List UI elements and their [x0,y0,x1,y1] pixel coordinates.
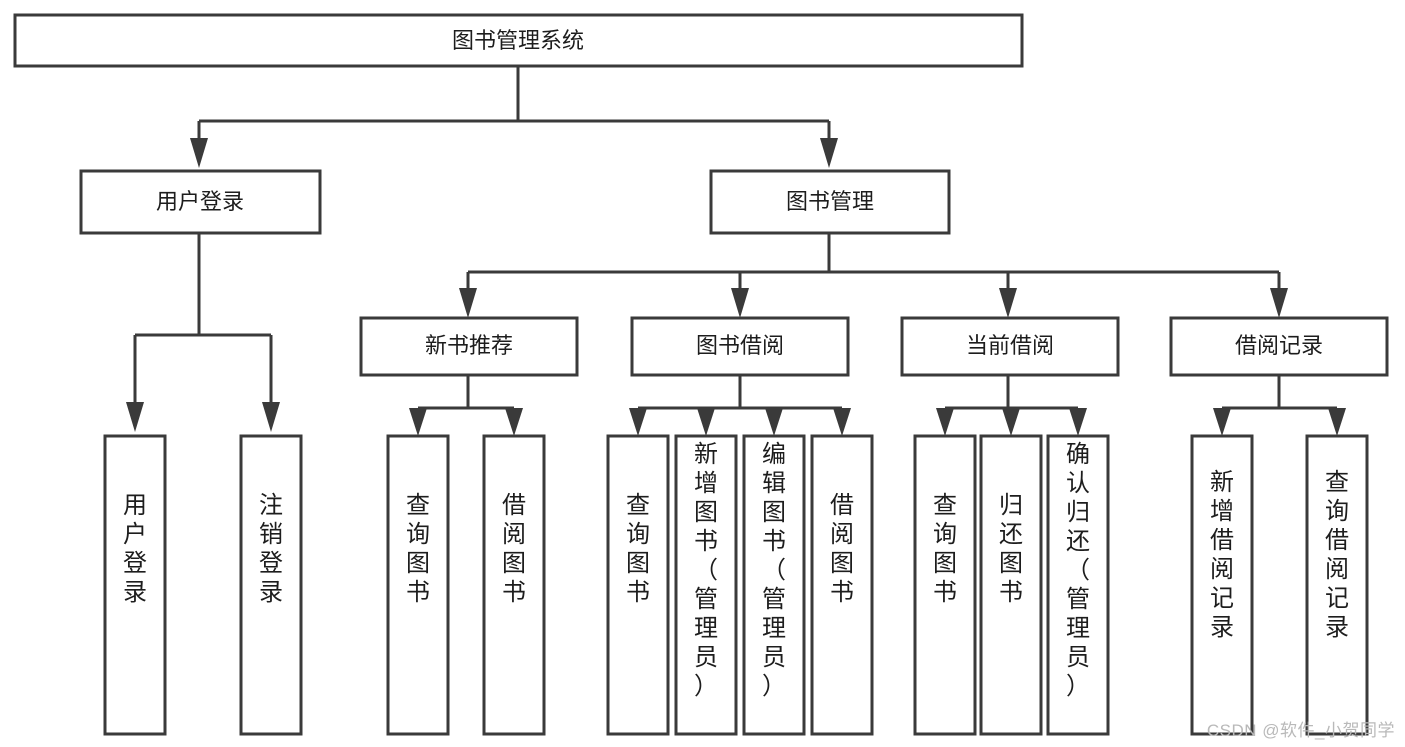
node-leaf-borrow-book-2[interactable]: 借阅图书 [810,434,874,736]
arrowhead-leaf-add-record [1213,408,1231,436]
arrowhead-leaf-edit-book [765,408,783,436]
node-leaf-confirm-return-label: 确认归还（管理员） [1066,441,1090,700]
node-leaf-query-book-2[interactable]: 查询图书 [606,434,670,736]
node-leaf-borrow-book-2-box[interactable] [810,434,874,736]
node-leaf-query-book-3[interactable]: 查询图书 [913,434,977,736]
node-leaf-user-logout[interactable]: 注销登录 [239,434,303,736]
arrowhead-user-login [190,138,208,168]
arrowhead-leaf-query-book-1 [409,408,427,436]
node-user-login[interactable]: 用户登录 [79,169,322,235]
node-root-box[interactable] [13,13,1024,68]
node-leaf-add-book-box[interactable] [674,434,738,736]
node-leaf-user-logout-label: 注销登录 [259,492,283,606]
arrowhead-leaf-query-record [1328,408,1346,436]
node-leaf-borrow-book-2-label: 借阅图书 [830,492,854,606]
node-new-book-recommend-label: 新书推荐 [425,333,513,358]
node-root-label: 图书管理系统 [452,28,584,53]
node-leaf-query-book-3-box[interactable] [913,434,977,736]
arrowhead-leaf-add-book [697,408,715,436]
node-leaf-user-login[interactable]: 用户登录 [103,434,167,736]
node-leaf-query-record[interactable]: 查询借阅记录 [1305,434,1369,736]
node-leaf-confirm-return[interactable]: 确认归还（管理员） [1046,434,1110,736]
node-leaf-query-book-2-label: 查询图书 [626,492,650,606]
arrowhead-leaf-user-login [126,402,144,432]
arrowhead-leaf-user-logout [262,402,280,432]
connector-layer [126,66,1346,436]
arrowhead-book-management [820,138,838,168]
node-book-borrow-box[interactable] [630,316,850,377]
node-leaf-confirm-return-box[interactable] [1046,434,1110,736]
node-leaf-add-book[interactable]: 新增图书（管理员） [674,434,738,736]
node-leaf-user-login-label: 用户登录 [123,492,147,606]
node-book-borrow[interactable]: 图书借阅 [630,316,850,377]
node-current-borrow-box[interactable] [900,316,1120,377]
node-leaf-query-record-label: 查询借阅记录 [1325,469,1349,641]
node-leaf-add-book-label: 新增图书（管理员） [694,441,718,700]
node-new-book-recommend[interactable]: 新书推荐 [359,316,579,377]
node-leaf-query-book-1[interactable]: 查询图书 [386,434,450,736]
arrowhead-book-borrow [731,288,749,318]
node-book-borrow-label: 图书借阅 [696,333,784,358]
arrowhead-leaf-query-book-3 [936,408,954,436]
node-leaf-query-book-1-box[interactable] [386,434,450,736]
node-leaf-user-login-box[interactable] [103,434,167,736]
node-root[interactable]: 图书管理系统 [13,13,1024,68]
node-current-borrow[interactable]: 当前借阅 [900,316,1120,377]
node-user-login-box[interactable] [79,169,322,235]
node-book-management-label: 图书管理 [786,189,874,214]
node-leaf-borrow-book-1[interactable]: 借阅图书 [482,434,546,736]
node-leaf-query-book-2-box[interactable] [606,434,670,736]
arrowhead-current-borrow [999,288,1017,318]
node-borrow-record[interactable]: 借阅记录 [1169,316,1389,377]
node-book-management[interactable]: 图书管理 [709,169,951,235]
node-borrow-record-label: 借阅记录 [1235,333,1323,358]
node-leaf-add-record[interactable]: 新增借阅记录 [1190,434,1254,736]
node-leaf-edit-book-box[interactable] [742,434,806,736]
arrowhead-leaf-return-book [1002,408,1020,436]
node-leaf-add-record-box[interactable] [1190,434,1254,736]
arrowhead-leaf-borrow-book-1 [505,408,523,436]
arrowhead-new-book-recommend [459,288,477,318]
node-leaf-borrow-book-1-box[interactable] [482,434,546,736]
node-leaf-borrow-book-1-label: 借阅图书 [502,492,526,606]
arrowhead-leaf-confirm-return [1069,408,1087,436]
node-leaf-query-record-box[interactable] [1305,434,1369,736]
node-leaf-return-book[interactable]: 归还图书 [979,434,1043,736]
node-leaf-user-logout-box[interactable] [239,434,303,736]
node-leaf-edit-book[interactable]: 编辑图书（管理员） [742,434,806,736]
node-leaf-return-book-box[interactable] [979,434,1043,736]
node-user-login-label: 用户登录 [156,189,244,214]
arrowhead-borrow-record [1270,288,1288,318]
arrowhead-leaf-borrow-book-2 [833,408,851,436]
node-book-management-box[interactable] [709,169,951,235]
node-leaf-query-book-3-label: 查询图书 [933,492,957,606]
node-new-book-recommend-box[interactable] [359,316,579,377]
arrowhead-leaf-query-book-2 [629,408,647,436]
node-borrow-record-box[interactable] [1169,316,1389,377]
node-current-borrow-label: 当前借阅 [966,333,1054,358]
node-leaf-query-book-1-label: 查询图书 [406,492,430,606]
node-leaf-return-book-label: 归还图书 [999,492,1023,606]
node-leaf-edit-book-label: 编辑图书（管理员） [762,441,786,700]
node-leaf-add-record-label: 新增借阅记录 [1210,469,1234,641]
